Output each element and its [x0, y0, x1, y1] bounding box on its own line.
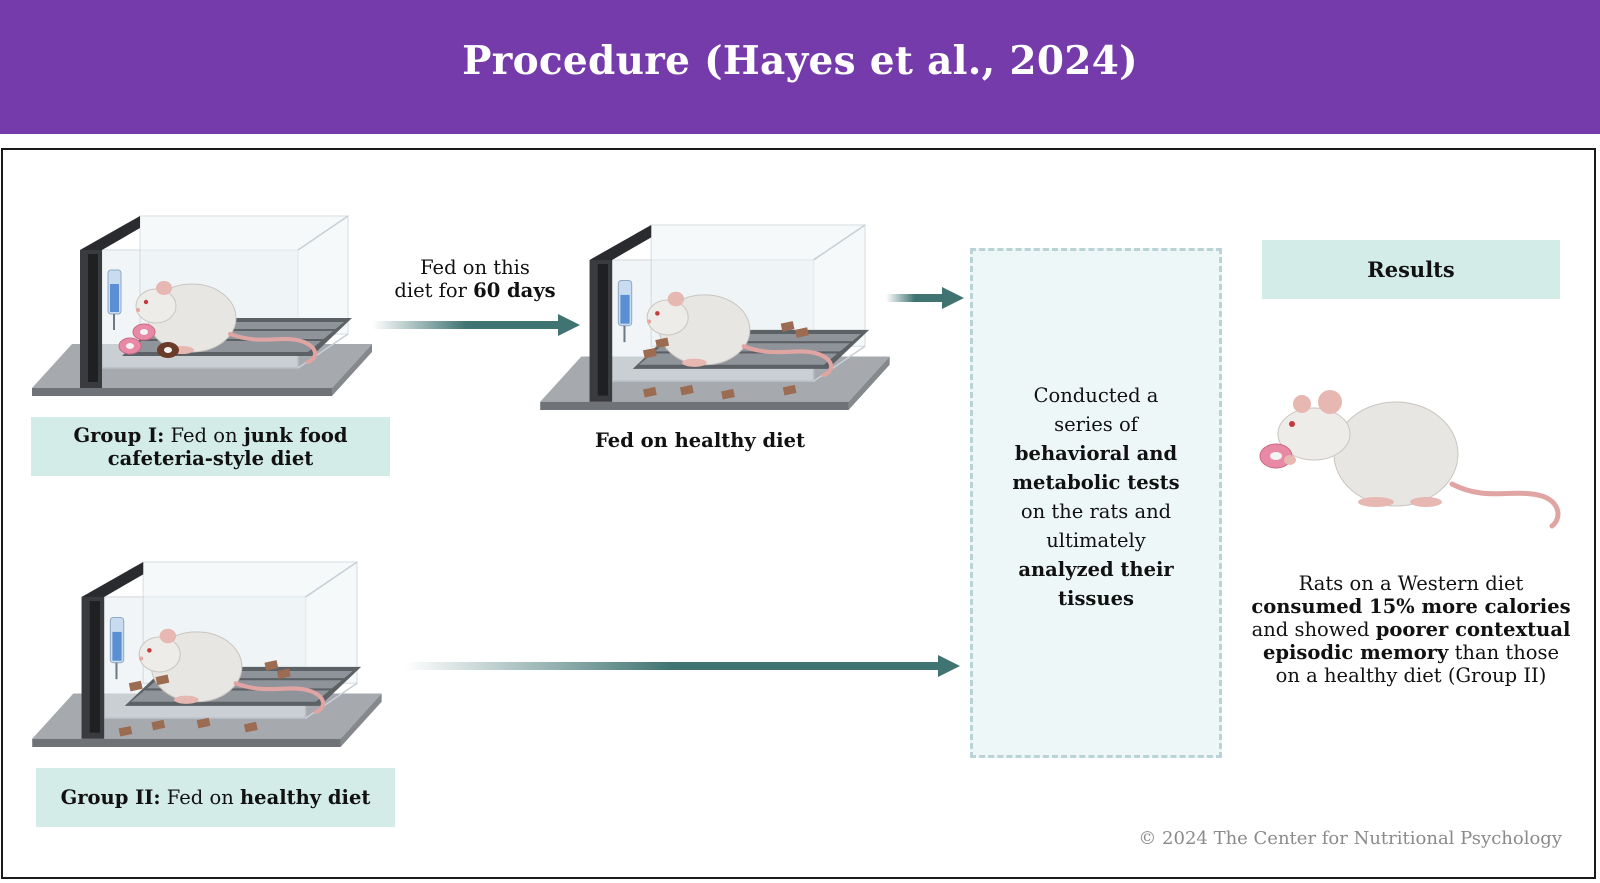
results-heading: Results — [1262, 240, 1560, 299]
healthy-diet-label: Fed on healthy diet — [595, 429, 805, 452]
header-banner — [0, 0, 1600, 134]
cage-group1-illustration — [30, 214, 374, 398]
group1-label: Group I: Fed on junk food cafeteria-styl… — [31, 417, 390, 476]
tests-box — [970, 248, 1222, 758]
results-summary: Rats on a Western diet consumed 15% more… — [1251, 572, 1571, 687]
arrow-60-days — [372, 314, 580, 336]
tests-description: Conducted a series of behavioral and met… — [1012, 384, 1180, 610]
page-title: Procedure (Hayes et al., 2024) — [462, 38, 1138, 84]
arrow-group2-to-tests — [404, 655, 960, 677]
arrow-top-label: Fed on this diet for 60 days — [394, 256, 556, 302]
rat-eating-donut-illustration — [1259, 390, 1561, 529]
cage-group2-illustration — [32, 562, 387, 747]
group2-label: Group II: Fed on healthy diet — [36, 768, 395, 827]
diagram-frame — [1, 148, 1596, 879]
cage-healthy-diet-illustration — [540, 225, 895, 410]
arrow-to-tests-top — [886, 287, 964, 309]
copyright-notice: © 2024 The Center for Nutritional Psycho… — [1138, 828, 1562, 849]
